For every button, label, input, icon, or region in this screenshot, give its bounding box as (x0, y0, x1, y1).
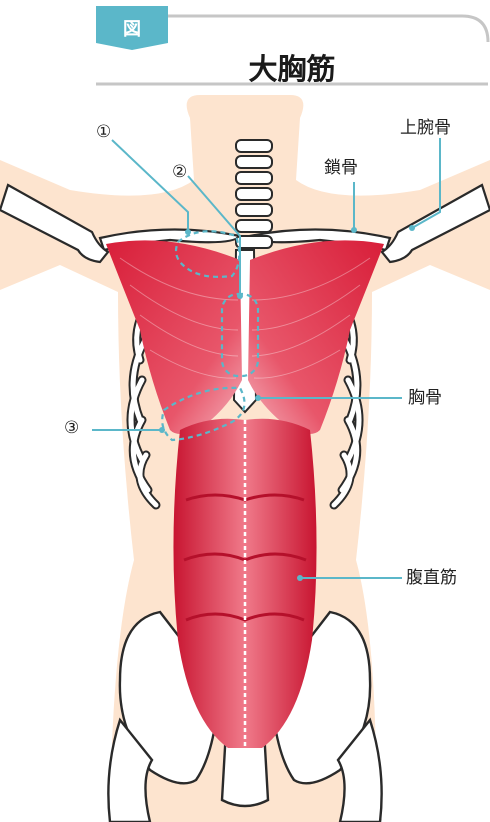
label-humerus: 上腕骨 (400, 120, 451, 137)
figure-title: 大胸筋 (96, 46, 488, 88)
label-clavicle: 鎖骨 (324, 160, 358, 177)
label-sternum: 胸骨 (408, 390, 442, 407)
cervical-spine (236, 140, 272, 248)
label-rectus-abdominis: 腹直筋 (406, 570, 457, 587)
label-part-3: ③ (64, 420, 79, 437)
label-part-1: ① (96, 124, 111, 141)
label-part-2: ② (172, 164, 187, 181)
figure-badge: 図 (96, 6, 168, 50)
figure-badge-text: 図 (96, 15, 168, 41)
